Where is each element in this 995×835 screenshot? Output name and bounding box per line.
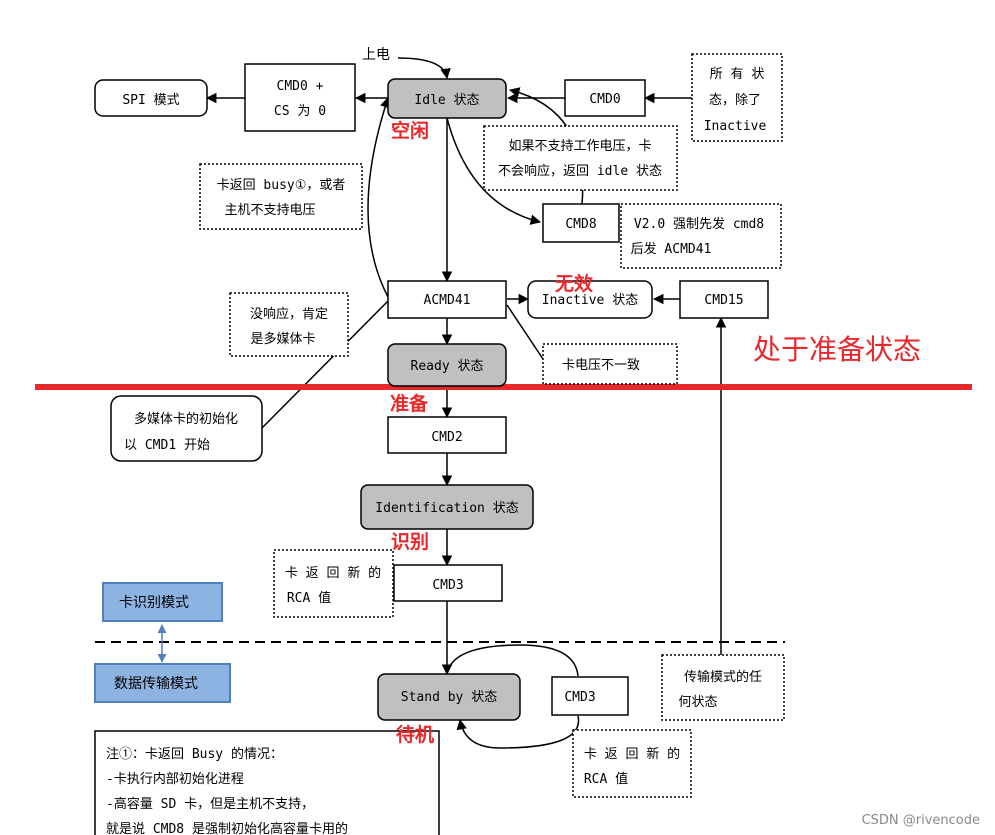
busy-note-box (199, 163, 363, 230)
mmc-note-1: 没响应，肯定 (250, 306, 328, 322)
mmc-note-box (229, 292, 349, 357)
annotation-in-ready: 处于准备状态 (753, 333, 921, 366)
annotation-invalid: 无效 (555, 272, 593, 295)
footnote-line-4: 就是说 CMD8 是强制初始化高容量卡用的 (106, 821, 348, 835)
all-states-note-2: 态，除了 (709, 93, 761, 108)
no-voltage-note-box (483, 125, 678, 191)
ready-state-box (387, 343, 507, 387)
mmc-init-note-2: 以 CMD1 开始 (124, 438, 210, 453)
mmc-note-2: 是多媒体卡 (250, 331, 315, 347)
v2-note-box (620, 203, 782, 269)
all-states-note-1: 所 有 状 (710, 67, 765, 82)
cmd3-a-label: CMD3 (432, 578, 463, 593)
footnote-line-3: -高容量 SD 卡，但是主机不支持， (106, 796, 314, 812)
rca-note-2-line-2: RCA 值 (584, 771, 628, 787)
acmd41-box (387, 280, 507, 319)
arrow-power-to-idle (397, 57, 451, 80)
cmd0-cs-label-1: CMD0 + (277, 79, 324, 94)
card-id-mode-label: 卡识别模式 (119, 595, 189, 611)
arrow-standby-loop-top (446, 644, 579, 677)
voltage-mismatch-box (542, 343, 678, 385)
card-id-mode-box (102, 582, 223, 622)
idle-state-box (387, 78, 507, 119)
cmd2-box (387, 416, 507, 454)
any-transfer-state-1: 传输模式的任 (684, 669, 762, 685)
cmd3-b-box (551, 676, 629, 716)
mmc-init-note-box (110, 395, 263, 462)
footnote-box (94, 730, 440, 835)
power-on-label: 上电 (362, 47, 390, 63)
cmd0-cs-label-2: CS 为 0 (274, 104, 326, 119)
line-acmd41-to-mmc-init-note (261, 298, 391, 429)
arrow-standby-loop-bottom (456, 715, 580, 749)
all-states-note-3: Inactive (704, 119, 767, 134)
cmd3-b-label: CMD3 (564, 690, 595, 705)
footnote-line-2: -卡执行内部初始化进程 (106, 771, 244, 787)
annotation-ready: 准备 (390, 392, 429, 415)
idle-state-label: Idle 状态 (414, 93, 479, 108)
watermark: CSDN @rivencode (862, 813, 980, 828)
all-states-note-box (691, 53, 783, 142)
identification-state-box (360, 484, 534, 530)
footnote-line-1: 注①：卡返回 Busy 的情况： (106, 746, 283, 762)
acmd41-label: ACMD41 (424, 293, 471, 308)
cmd2-label: CMD2 (431, 430, 462, 445)
rca-note-1-line-1: 卡 返 回 新 的 (285, 565, 381, 581)
ready-state-label: Ready 状态 (411, 359, 484, 374)
no-voltage-note-1: 如果不支持工作电压，卡 (508, 138, 651, 154)
standby-state-label: Stand by 状态 (401, 690, 497, 705)
rca-note-1-box (273, 549, 394, 618)
busy-note-1: 卡返回 busy①，或者 (217, 178, 346, 193)
cmd8-box (542, 203, 620, 243)
line-acmd41-to-voltage-note (506, 304, 546, 363)
v2-note-2: 后发 ACMD41 (631, 241, 712, 257)
identification-state-label: Identification 状态 (375, 501, 518, 516)
connectors (205, 57, 727, 749)
voltage-mismatch-label: 卡电压不一致 (562, 358, 640, 373)
cmd0-right-label: CMD0 (589, 92, 620, 107)
spi-mode-box (94, 79, 208, 117)
rca-note-1-line-2: RCA 值 (287, 590, 331, 606)
standby-state-box (377, 673, 521, 721)
arrow-acmd41-back-to-idle (367, 97, 391, 298)
any-transfer-state-2: 何状态 (678, 694, 717, 710)
cmd15-label: CMD15 (704, 293, 743, 308)
cmd0-right-box (564, 79, 646, 117)
no-voltage-note-2: 不会响应，返回 idle 状态 (498, 163, 662, 179)
annotation-standby: 待机 (396, 723, 434, 746)
cmd15-box (679, 280, 769, 319)
data-transfer-mode-label: 数据传输模式 (114, 676, 198, 692)
spi-mode-label: SPI 模式 (122, 93, 179, 108)
cmd3-a-box (393, 564, 503, 602)
inactive-state-box (527, 280, 653, 319)
busy-note-2: 主机不支持电压 (224, 203, 315, 218)
any-transfer-state-box (661, 654, 785, 721)
annotation-identify: 识别 (391, 531, 429, 553)
cmd8-label: CMD8 (565, 217, 596, 232)
annotation-idle: 空闲 (391, 119, 429, 142)
v2-note-1: V2.0 强制先发 cmd8 (634, 216, 764, 232)
rca-note-2-box (572, 729, 692, 798)
inactive-state-label: Inactive 状态 (542, 293, 638, 308)
rca-note-2-line-1: 卡 返 回 新 的 (584, 746, 680, 762)
cmd0-cs-box (244, 63, 356, 132)
arrow-idle-to-cmd8 (446, 117, 542, 225)
data-transfer-mode-box (94, 663, 231, 703)
mmc-init-note-1: 多媒体卡的初始化 (134, 411, 238, 427)
